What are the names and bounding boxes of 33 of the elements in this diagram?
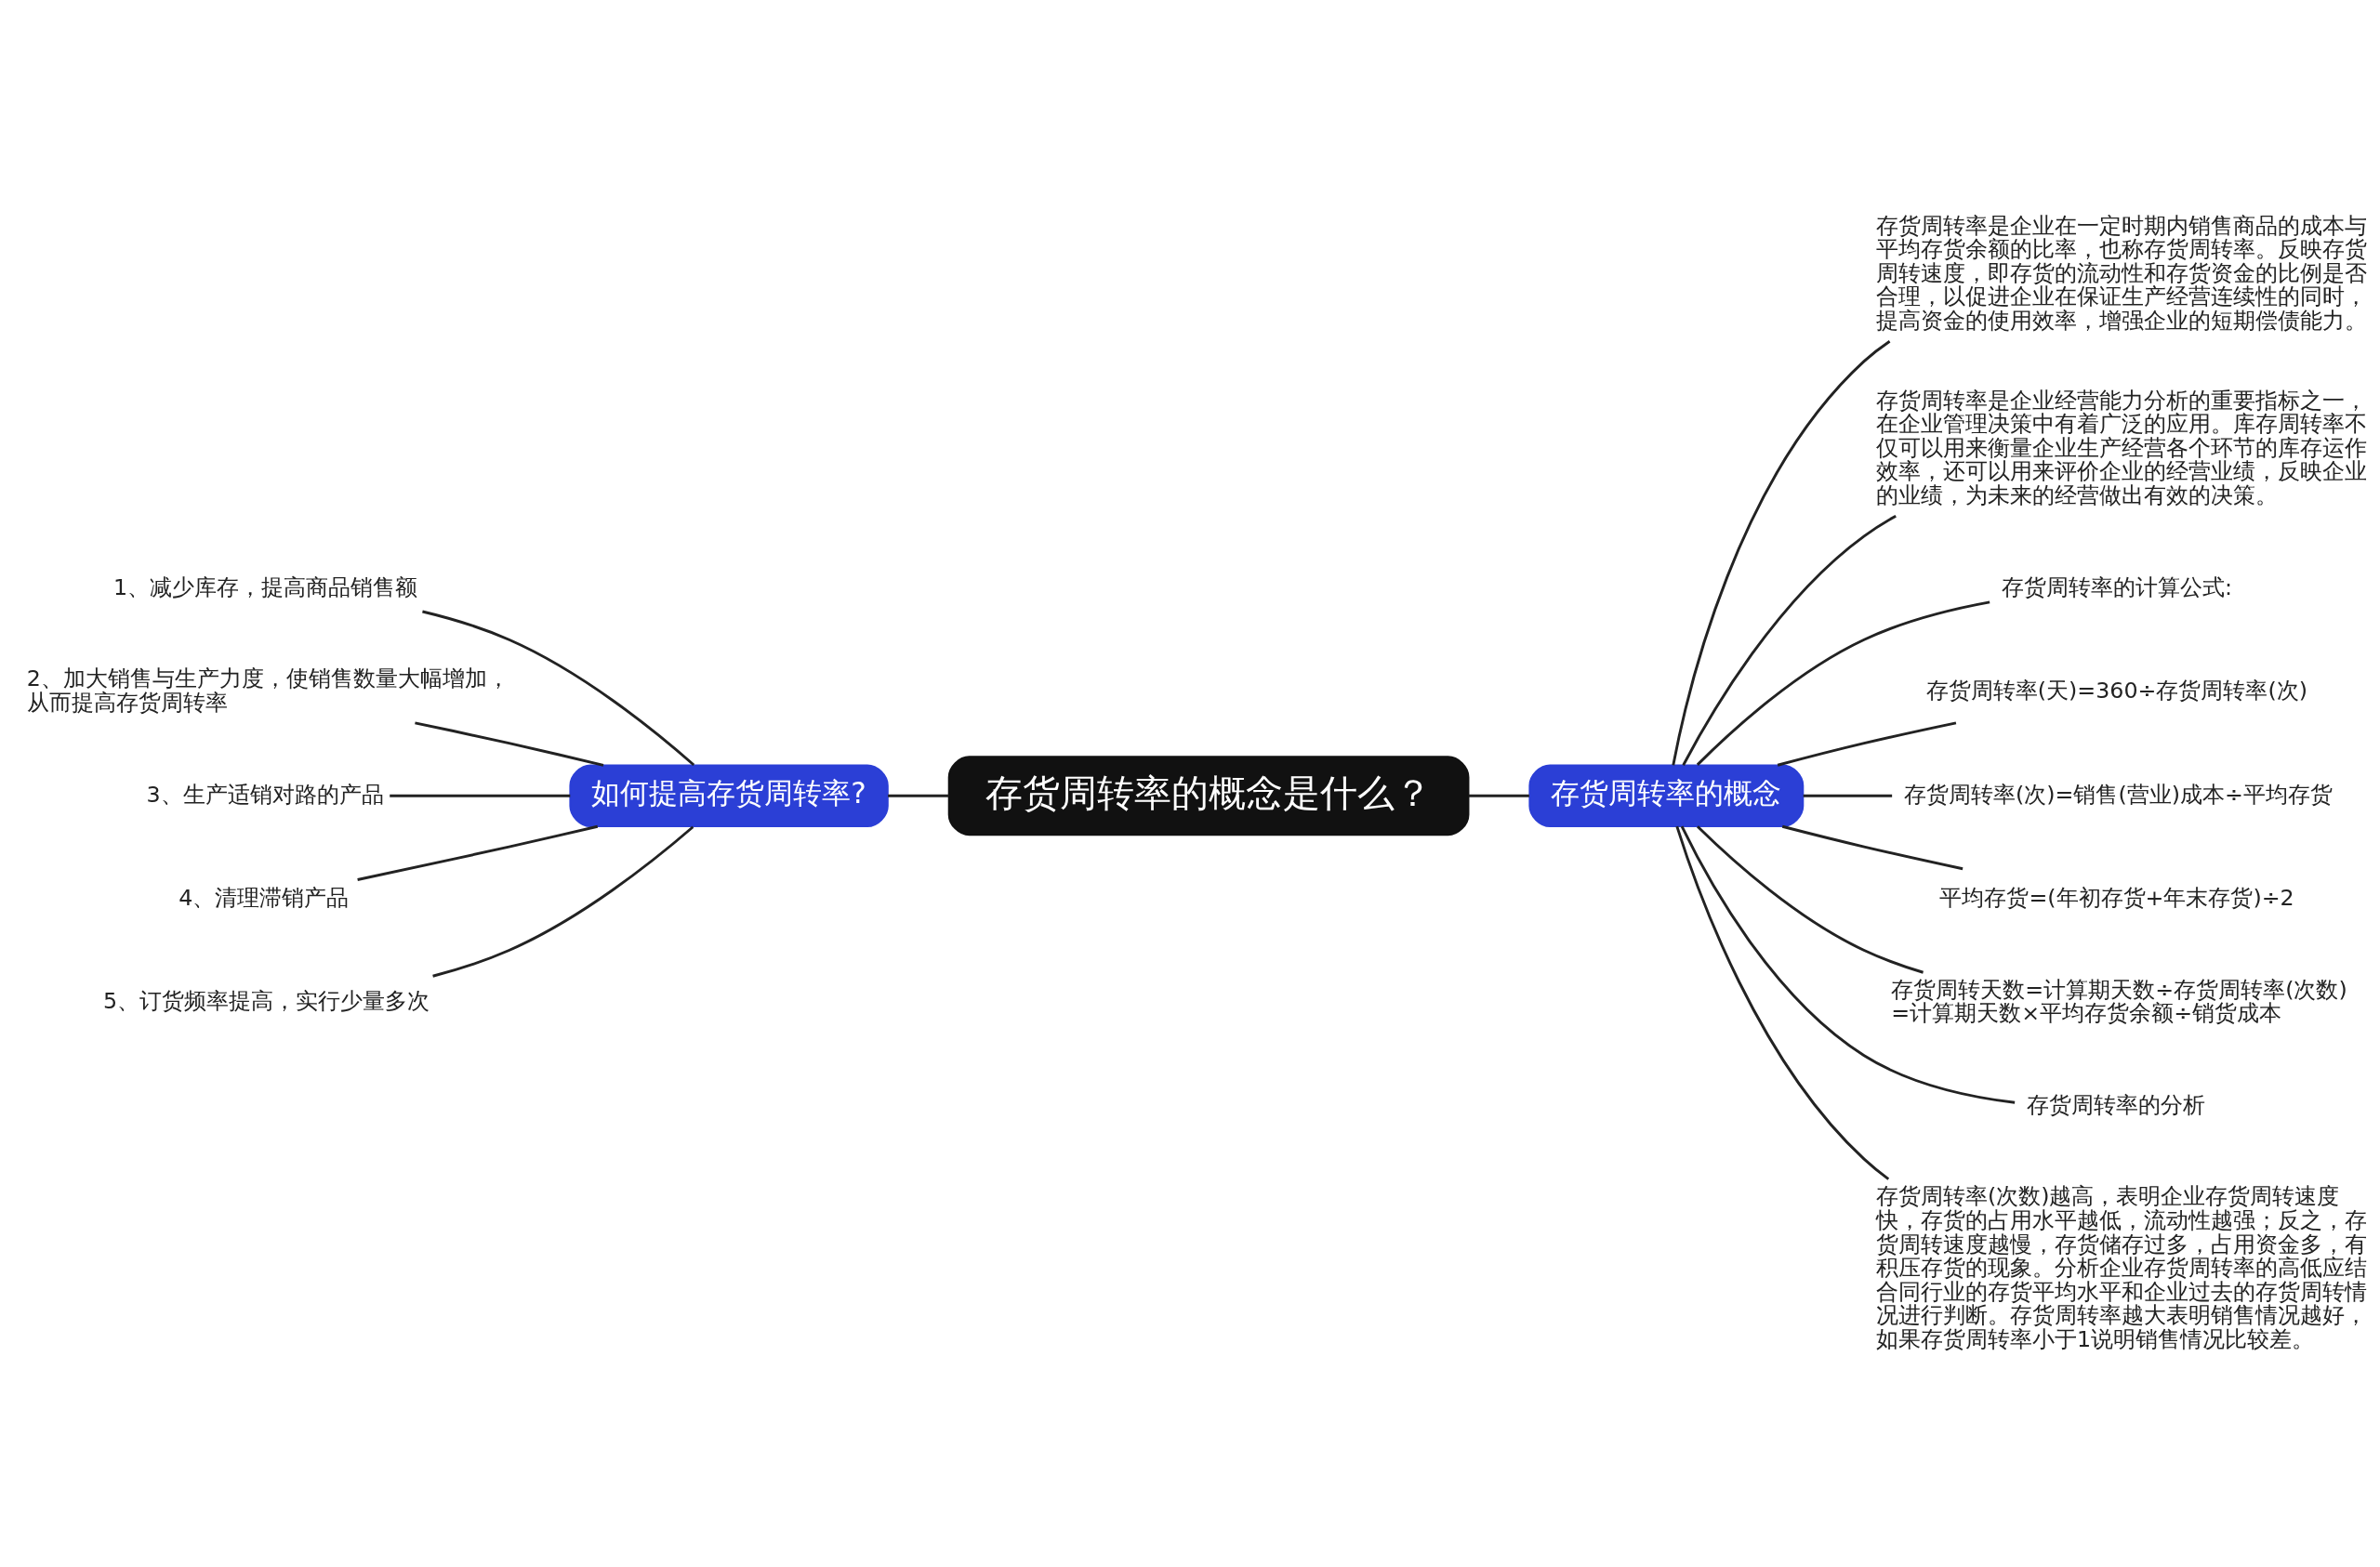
node-text: 存货周转率(天)=360÷存货周转率(次) [1925, 677, 2307, 704]
node-text: 存货周转率是企业经营能力分析的重要指标之一，在企业管理决策中有着广泛的应用。库存周转率不仅可以用来衡量企业生产经营各个环节的库存运作效率，还可以用来评价企业的经营业绩，反映企业的业绩，为未来的经营做出有效的决策。 [1875, 387, 2367, 508]
connector [1468, 794, 1529, 797]
node-text: 存货周转率是企业在一定时期内销售商品的成本与平均存货余额的比率，也称存货周转率。反映存货周转速度，即存货的流动性和存货资金的比例是否合理，以促进企业在保证生产经营连续性的同时，提高资金的使用效率，增强企业的短期偿债能力。 [1875, 212, 2367, 334]
connector [1672, 339, 1891, 766]
connector [1777, 720, 1957, 767]
node-text: 存货周转率的计算公式: [2002, 573, 2233, 600]
node-text: 1、减少库存，提高商品销售额 [112, 573, 418, 600]
connector [357, 824, 599, 881]
connector [1682, 514, 1897, 766]
node-text: 存货周转率(次)=销售(营业)成本÷平均存货 [1904, 781, 2333, 807]
connector [1781, 824, 1964, 870]
node-text: 存货周转率的分析 [2027, 1091, 2206, 1118]
connector [888, 794, 949, 797]
node-text: 平均存货=(年初存货+年末存货)÷2 [1939, 884, 2294, 911]
node-text: 4、清理滞销产品 [178, 884, 350, 911]
connector [1680, 825, 2016, 1104]
connector [1696, 824, 1924, 974]
node-text: 5、订货频率提高，实行少量多次 [103, 987, 430, 1014]
node-box: 存货周转率的概念 [1528, 764, 1805, 827]
node-text: 存货周转率(次数)越高，表明企业存货周转速度快，存货的占用水平越低，流动性越强；反之，存货周转速度越慢，存货储存过多，占用资金多，有积压存货的现象。分析企业存货周转率的高低应结合同行业的存货平均水平和企业过去的存货周转情况进行判断。存货周转率越大表明销售情况越好，如果存货周转率小于1说明销售情况比较差。 [1875, 1182, 2367, 1352]
connector [1696, 600, 1990, 766]
connector [390, 794, 571, 797]
connector [1675, 825, 1890, 1180]
node-box: 存货周转率的概念是什么？ [947, 755, 1470, 836]
connector [422, 610, 695, 766]
node-text: 2、加大销售与生产力度，使销售数量大幅增加，从而提高存货周转率 [26, 665, 509, 716]
connector [432, 825, 694, 978]
connector [415, 720, 604, 767]
node-text: 存货周转天数=计算期天数÷存货周转率(次数)=计算期天数×平均存货余额÷销货成本 [1891, 976, 2347, 1026]
node-box: 如何提高存货周转率? [569, 764, 889, 827]
node-text: 3、生产适销对路的产品 [146, 781, 384, 807]
connector [1803, 794, 1893, 797]
